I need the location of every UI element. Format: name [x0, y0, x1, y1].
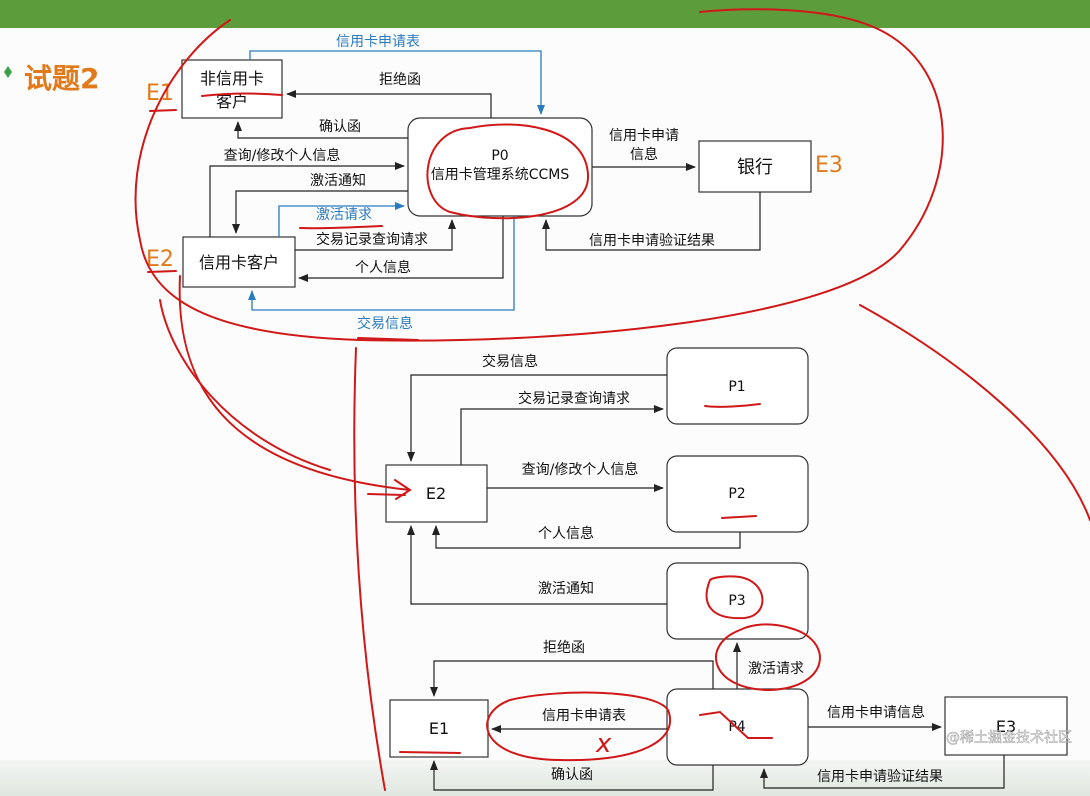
flow-activation-request-label: 激活请求	[316, 206, 372, 223]
right-curve-annotation	[859, 304, 1090, 521]
flow-transaction-info	[248, 216, 515, 311]
l1-flow-personal-info-label: 个人信息	[538, 525, 594, 542]
system-id: P0	[491, 148, 508, 164]
arrow-e2-annotation	[178, 275, 412, 500]
underline-card-customer-annotation	[147, 270, 177, 273]
l1-flow-application-info-label: 信用卡申请信息	[827, 704, 925, 721]
flow-application-info-label-2: 信息	[630, 146, 658, 163]
slide-title: 试题2	[24, 62, 99, 95]
flow-query-modify	[209, 162, 405, 237]
l1-flow-activation-notice-label: 激活通知	[538, 580, 594, 597]
process-p1-label: P1	[728, 379, 745, 395]
flow-activation-notice-label: 激活通知	[310, 172, 366, 189]
circle-application-form-annotation	[486, 691, 671, 762]
non-card-customer-label-1: 非信用卡	[200, 69, 264, 88]
underline-p2-annotation	[721, 515, 757, 519]
l1-flow-verification-result-label: 信用卡申请验证结果	[817, 769, 943, 785]
l1-flow-query-modify-label: 查询/修改个人信息	[522, 461, 639, 478]
l1-flow-transaction-info-label: 交易信息	[482, 353, 538, 370]
flow-transaction-info-label: 交易信息	[357, 315, 413, 332]
entity-e2-label: E2	[426, 484, 446, 503]
flow-rejection-letter-label: 拒绝函	[379, 72, 421, 88]
l1-flow-transaction-query-label: 交易记录查询请求	[518, 390, 630, 407]
l1-flow-rejection-letter-label: 拒绝函	[543, 640, 585, 656]
underline-activation-request-annotation	[299, 225, 383, 230]
context-loop-annotation	[134, 8, 944, 342]
flow-personal-info	[298, 216, 504, 282]
vertical-line-annotation	[353, 347, 386, 791]
circle-activation-request-annotation	[715, 623, 821, 692]
header-bar	[0, 0, 1090, 28]
process-p3-label: P3	[728, 593, 745, 609]
card-customer-box	[182, 236, 296, 288]
bank-box	[698, 140, 812, 193]
circle-p4-annotation	[699, 710, 773, 739]
bank-label: 银行	[737, 157, 773, 178]
flow-query-modify-label: 查询/修改个人信息	[224, 147, 341, 164]
circle-p3-annotation	[705, 575, 764, 620]
level1-diagram: P1 P2 P3 P4 E2 E1 E3 交易信息 交易记录查询请求 查询/修改…	[385, 347, 1068, 791]
flow-application-info-label-1: 信用卡申请	[609, 128, 679, 144]
process-p2-label: P2	[728, 486, 745, 502]
flow-verification-result-label: 信用卡申请验证结果	[589, 233, 715, 249]
flow-confirmation-letter	[234, 121, 408, 139]
flow-activation-notice	[232, 190, 408, 234]
flow-verification-result	[542, 192, 761, 251]
process-p3-box	[666, 562, 809, 640]
l1-flow-rejection-letter	[430, 660, 714, 697]
circle-system-annotation	[426, 123, 590, 220]
system-name: 信用卡管理系统CCMS	[431, 167, 570, 183]
curve-left-annotation	[159, 299, 331, 471]
non-card-customer-label-2: 客户	[216, 92, 248, 111]
underline-transaction-info-annotation	[357, 337, 419, 341]
l1-flow-application-form-label: 信用卡申请表	[542, 708, 626, 724]
l1-flow-confirmation-letter-label: 确认函	[551, 767, 593, 783]
entity-e1-label: E1	[429, 719, 449, 738]
flow-activation-request	[278, 202, 405, 237]
card-customer-label: 信用卡客户	[199, 253, 279, 272]
underline-e1-annotation	[149, 109, 177, 112]
l1-flow-confirmation-letter	[430, 760, 714, 791]
flow-transaction-query-label: 交易记录查询请求	[316, 231, 428, 248]
cross-mark-annotation: x	[595, 729, 612, 759]
watermark: @稀土掘金技术社区	[946, 730, 1072, 746]
underline-non-card-annotation	[201, 92, 283, 97]
l1-flow-activation-notice	[407, 525, 667, 605]
non-card-customer-box	[181, 59, 283, 119]
underline-l1-e2-annotation	[367, 493, 406, 496]
entity-e3-box	[944, 696, 1068, 756]
flow-rejection-letter	[286, 90, 492, 118]
l1-flow-verification-result	[760, 755, 1005, 789]
underline-p1-annotation	[704, 403, 761, 408]
bullet-icon	[4, 66, 12, 78]
l1-flow-activation-request-label: 激活请求	[748, 660, 804, 677]
tag-e3: E3	[815, 153, 843, 178]
flow-personal-info-label: 个人信息	[355, 259, 411, 276]
tag-e2: E2	[146, 247, 174, 272]
l1-flow-transaction-info	[407, 374, 667, 462]
flow-application-form-label: 信用卡申请表	[336, 34, 420, 50]
flow-application-form	[249, 50, 545, 115]
process-p2-box	[666, 455, 809, 533]
red-annotations	[134, 8, 1090, 791]
underline-l1-e1-annotation	[399, 751, 461, 754]
flow-transaction-query	[295, 219, 456, 251]
flow-confirmation-letter-label: 确认函	[319, 119, 361, 135]
entity-e1-box	[389, 699, 489, 758]
context-diagram: 非信用卡 客户 P0 信用卡管理系统CCMS 银行 信用卡客户 E1 E3 E2…	[146, 34, 843, 332]
l1-flow-transaction-query	[460, 405, 664, 465]
entity-e3-label: E3	[996, 717, 1016, 736]
process-p1-box	[666, 347, 809, 425]
l1-flow-personal-info	[432, 525, 741, 549]
